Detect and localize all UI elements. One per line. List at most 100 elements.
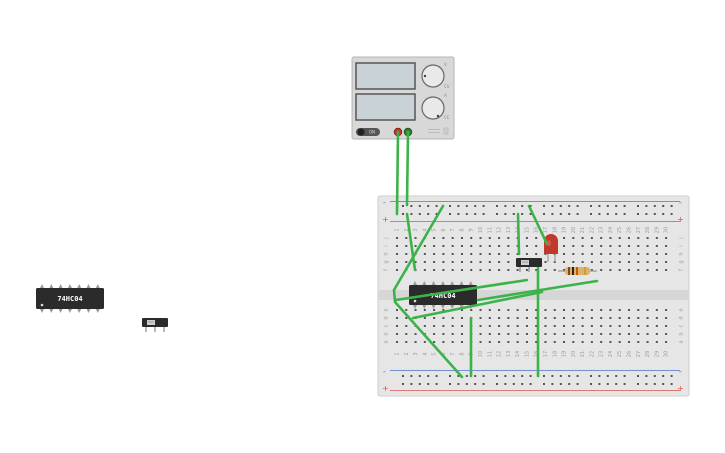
hole[interactable] bbox=[465, 383, 468, 385]
loose-chip[interactable]: 74HC04 bbox=[36, 284, 104, 313]
hole[interactable] bbox=[507, 325, 510, 327]
breadboard[interactable]: - - + + - - + + 112233445566778899101011… bbox=[377, 195, 690, 397]
hole[interactable] bbox=[618, 317, 621, 319]
hole[interactable] bbox=[460, 269, 463, 271]
hole[interactable] bbox=[405, 309, 408, 311]
hole[interactable] bbox=[665, 325, 668, 327]
hole[interactable] bbox=[418, 205, 421, 207]
hole[interactable] bbox=[498, 333, 501, 335]
hole[interactable] bbox=[498, 325, 501, 327]
hole[interactable] bbox=[655, 325, 658, 327]
hole[interactable] bbox=[576, 383, 579, 385]
hole[interactable] bbox=[498, 237, 501, 239]
hole[interactable] bbox=[600, 245, 603, 247]
hole[interactable] bbox=[396, 341, 398, 343]
hole[interactable] bbox=[451, 261, 454, 263]
hole[interactable] bbox=[590, 341, 593, 343]
hole[interactable] bbox=[572, 237, 575, 239]
hole[interactable] bbox=[442, 269, 445, 271]
red-led[interactable] bbox=[544, 234, 558, 262]
hole[interactable] bbox=[433, 261, 436, 263]
hole[interactable] bbox=[433, 237, 436, 239]
hole[interactable] bbox=[488, 317, 491, 319]
wire-chip-lower[interactable] bbox=[411, 290, 544, 320]
hole[interactable] bbox=[525, 309, 528, 311]
hole[interactable] bbox=[482, 213, 485, 215]
hole[interactable] bbox=[442, 317, 445, 319]
hole[interactable] bbox=[435, 205, 438, 207]
hole[interactable] bbox=[581, 317, 584, 319]
hole[interactable] bbox=[665, 245, 668, 247]
hole[interactable] bbox=[535, 317, 538, 319]
hole[interactable] bbox=[410, 205, 413, 207]
hole[interactable] bbox=[396, 261, 398, 263]
hole[interactable] bbox=[590, 261, 593, 263]
hole[interactable] bbox=[449, 383, 451, 385]
hole[interactable] bbox=[646, 253, 649, 255]
hole[interactable] bbox=[488, 269, 491, 271]
hole[interactable] bbox=[405, 245, 408, 247]
hole[interactable] bbox=[402, 383, 404, 385]
hole[interactable] bbox=[637, 309, 640, 311]
hole[interactable] bbox=[606, 205, 609, 207]
hole[interactable] bbox=[568, 213, 571, 215]
hole[interactable] bbox=[600, 269, 603, 271]
hole[interactable] bbox=[543, 375, 545, 377]
hole[interactable] bbox=[646, 325, 649, 327]
hole[interactable] bbox=[498, 341, 501, 343]
hole[interactable] bbox=[507, 237, 510, 239]
hole[interactable] bbox=[507, 333, 510, 335]
hole[interactable] bbox=[618, 245, 621, 247]
hole[interactable] bbox=[433, 309, 436, 311]
hole[interactable] bbox=[563, 325, 566, 327]
hole[interactable] bbox=[568, 205, 571, 207]
hole[interactable] bbox=[507, 261, 510, 263]
hole[interactable] bbox=[479, 317, 482, 319]
hole[interactable] bbox=[414, 245, 417, 247]
hole[interactable] bbox=[488, 325, 491, 327]
hole[interactable] bbox=[670, 375, 673, 377]
hole[interactable] bbox=[423, 245, 426, 247]
hole[interactable] bbox=[405, 261, 408, 263]
hole[interactable] bbox=[414, 341, 417, 343]
hole[interactable] bbox=[525, 237, 528, 239]
hole[interactable] bbox=[521, 375, 524, 377]
hole[interactable] bbox=[553, 341, 556, 343]
hole[interactable] bbox=[551, 205, 554, 207]
hole[interactable] bbox=[423, 269, 426, 271]
hole[interactable] bbox=[646, 341, 649, 343]
hole[interactable] bbox=[628, 261, 630, 263]
hole[interactable] bbox=[665, 253, 668, 255]
hole[interactable] bbox=[521, 205, 524, 207]
hole[interactable] bbox=[581, 325, 584, 327]
hole[interactable] bbox=[544, 325, 547, 327]
hole[interactable] bbox=[396, 317, 398, 319]
hole[interactable] bbox=[653, 383, 656, 385]
hole[interactable] bbox=[418, 375, 421, 377]
hole[interactable] bbox=[615, 205, 618, 207]
hole[interactable] bbox=[451, 245, 454, 247]
hole[interactable] bbox=[559, 375, 562, 377]
hole[interactable] bbox=[470, 237, 473, 239]
wires[interactable] bbox=[392, 130, 599, 379]
hole[interactable] bbox=[572, 253, 575, 255]
hole[interactable] bbox=[637, 317, 640, 319]
hole[interactable] bbox=[396, 309, 398, 311]
hole[interactable] bbox=[553, 269, 556, 271]
hole[interactable] bbox=[655, 317, 658, 319]
hole[interactable] bbox=[665, 317, 668, 319]
wire-chip-to-switch[interactable] bbox=[394, 278, 529, 302]
hole[interactable] bbox=[655, 261, 658, 263]
hole[interactable] bbox=[525, 253, 528, 255]
hole[interactable] bbox=[572, 341, 575, 343]
hole[interactable] bbox=[529, 383, 532, 385]
hole[interactable] bbox=[423, 261, 426, 263]
wire-switch-top[interactable] bbox=[516, 212, 521, 256]
hole[interactable] bbox=[637, 333, 640, 335]
hole[interactable] bbox=[544, 309, 547, 311]
hole[interactable] bbox=[512, 375, 515, 377]
hole[interactable] bbox=[572, 261, 575, 263]
hole[interactable] bbox=[609, 261, 612, 263]
hole[interactable] bbox=[396, 325, 398, 327]
hole[interactable] bbox=[559, 205, 562, 207]
